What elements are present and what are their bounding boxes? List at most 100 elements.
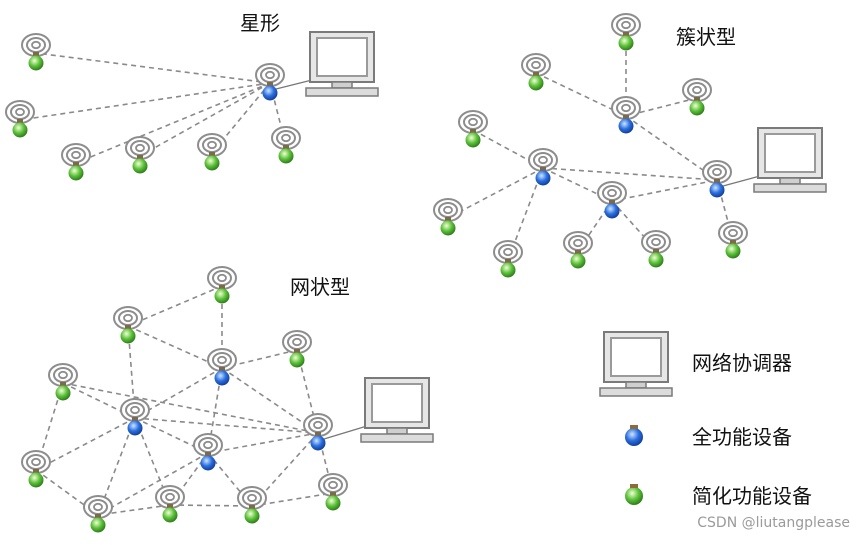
- rfd-ball: [55, 385, 71, 401]
- rfd-node: [5, 100, 35, 138]
- rfd-ball: [12, 122, 28, 138]
- rfd-ball: [68, 165, 84, 181]
- rfd-node: [433, 198, 463, 236]
- coordinator-monitor: [360, 377, 434, 443]
- rfd-ball: [500, 262, 516, 278]
- cable-s-c: [275, 79, 313, 90]
- rfd-node: [318, 473, 348, 511]
- ffd-node: [303, 413, 333, 451]
- link-c-b-c-m: [625, 97, 698, 117]
- ffd-ball: [127, 420, 143, 436]
- rfd-ball: [725, 243, 741, 259]
- ffd-ball: [618, 118, 634, 134]
- rfd-ball: [325, 495, 341, 511]
- ffd-ball: [535, 170, 551, 186]
- link-m11-m13: [97, 504, 171, 516]
- monitors-layer: [305, 31, 827, 443]
- ffd-node: [702, 160, 732, 198]
- rfd-ball: [120, 328, 136, 344]
- ffd-node: [255, 63, 285, 101]
- rfd-ball: [278, 148, 294, 164]
- ffd-node: [207, 348, 237, 386]
- rfd-node: [21, 33, 51, 71]
- rfd-node: [493, 240, 523, 278]
- ffd-node: [611, 96, 641, 134]
- ffd-ball: [200, 455, 216, 471]
- mesh-title: 网状型: [290, 275, 350, 299]
- cable-c-r: [722, 175, 761, 187]
- link-m2-m4: [127, 325, 223, 369]
- legend-ffd-cap: [630, 425, 638, 429]
- link-s-c-s4: [139, 82, 271, 157]
- rfd-ball: [618, 35, 634, 51]
- link-c-c-c-r: [611, 179, 718, 202]
- rfd-node: [458, 110, 488, 148]
- rfd-ball: [214, 288, 230, 304]
- link-m8-m13: [97, 452, 209, 516]
- legend-ffd-icon: [625, 428, 643, 446]
- link-m12-m10: [251, 492, 334, 507]
- rfd-ball: [204, 155, 220, 171]
- legend-coordinator-icon: [599, 331, 673, 397]
- rfd-node: [197, 133, 227, 171]
- rfd-node: [48, 363, 78, 401]
- rfd-ball: [689, 100, 705, 116]
- rfd-node: [718, 221, 748, 259]
- rfd-node: [125, 136, 155, 174]
- nodes-layer: [5, 13, 748, 533]
- link-m7-m8: [207, 432, 319, 454]
- rfd-ball: [465, 132, 481, 148]
- watermark: CSDN @liutangplease: [697, 515, 850, 531]
- ffd-ball: [310, 435, 326, 451]
- ffd-node: [193, 433, 223, 471]
- link-c-a-c-m: [535, 72, 627, 117]
- rfd-ball: [648, 252, 664, 268]
- rfd-node: [113, 306, 143, 344]
- rfd-node: [611, 13, 641, 51]
- rfd-node: [282, 330, 312, 368]
- ffd-ball: [262, 85, 278, 101]
- rfd-node: [83, 495, 113, 533]
- link-m6-m9: [35, 417, 136, 471]
- link-m6-m11: [134, 417, 171, 506]
- ffd-ball: [709, 182, 725, 198]
- rfd-node: [271, 126, 301, 164]
- rfd-node: [521, 53, 551, 91]
- legend-rfd-label: 简化功能设备: [692, 484, 812, 508]
- ffd-ball: [214, 370, 230, 386]
- link-m1-m2: [127, 285, 223, 327]
- rfd-ball: [132, 158, 148, 174]
- rfd-node: [61, 143, 91, 181]
- link-c-m-c-r: [625, 115, 718, 181]
- link-m11-m12: [169, 504, 253, 507]
- rfd-ball: [570, 253, 586, 269]
- cluster-title: 簇状型: [676, 25, 736, 49]
- rfd-ball: [289, 352, 305, 368]
- link-c-g-c-r: [542, 167, 718, 181]
- coordinator-monitor: [753, 127, 827, 193]
- rfd-ball: [528, 75, 544, 91]
- rfd-node: [21, 450, 51, 488]
- rfd-node: [641, 230, 671, 268]
- link-m4-m7: [221, 367, 319, 434]
- rfd-ball: [28, 55, 44, 71]
- ffd-node: [120, 398, 150, 436]
- legend-rfd-icon: [625, 487, 643, 505]
- rfd-ball: [28, 472, 44, 488]
- rfd-node: [207, 266, 237, 304]
- link-s-c-s2: [19, 82, 271, 121]
- rfd-node: [682, 78, 712, 116]
- link-s-c-s1: [35, 52, 271, 84]
- rfd-node: [237, 486, 267, 524]
- rfd-ball: [244, 508, 260, 524]
- link-m6-m7: [134, 417, 319, 434]
- rfd-node: [563, 231, 593, 269]
- star-title: 星形: [240, 11, 280, 35]
- cable-m7: [323, 425, 368, 440]
- rfd-node: [155, 485, 185, 523]
- ffd-node: [597, 181, 627, 219]
- legend-rfd-cap: [630, 484, 638, 488]
- legend-ffd-label: 全功能设备: [692, 425, 792, 449]
